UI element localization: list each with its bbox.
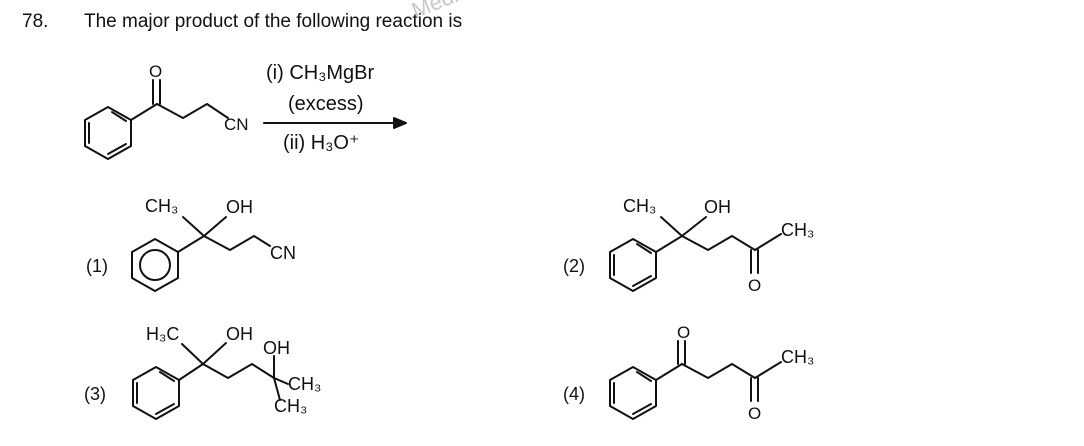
- option-1-label[interactable]: (1): [86, 256, 108, 276]
- hydroxyl-label: OH: [226, 324, 253, 344]
- option-2-structure: CH₃ OH CH₃ O: [609, 196, 814, 295]
- option-4-label[interactable]: (4): [563, 384, 585, 404]
- bond: [130, 103, 158, 121]
- option-3-label[interactable]: (3): [84, 384, 106, 404]
- aromatic-circle: [139, 249, 171, 281]
- option-4-structure: O CH₃ O: [609, 323, 814, 423]
- nitrile-label: CN: [270, 243, 296, 263]
- methyl-label-2: CH₃: [288, 374, 321, 394]
- methyl-label: CH₃: [623, 196, 656, 216]
- hydroxyl-label-2: OH: [263, 338, 290, 358]
- question-number: 78.: [22, 11, 49, 32]
- option-3-structure: H₃C OH OH CH₃ CH₃: [132, 324, 321, 420]
- methyl-label-right: CH₃: [781, 220, 814, 240]
- methyl-label: CH₃: [145, 196, 178, 216]
- alkyl-chain: [156, 103, 229, 119]
- option-1-structure: CH₃ OH CN: [131, 196, 296, 292]
- benzene-ring: [84, 106, 132, 160]
- reagent-2: (ii) H₃O⁺: [283, 132, 359, 154]
- reagent-1: (i) CH₃MgBr: [266, 62, 374, 84]
- option-2-label[interactable]: (2): [563, 256, 585, 276]
- nitrile-label: CN: [224, 115, 249, 134]
- hydroxyl-label: OH: [226, 197, 253, 217]
- methyl-label: CH₃: [781, 347, 814, 367]
- ketone-oxygen-bottom: O: [748, 404, 761, 423]
- ketone-oxygen: O: [748, 276, 761, 295]
- methyl-label: H₃C: [146, 324, 179, 344]
- reaction-arrow: [263, 117, 407, 129]
- reactant-structure: O CN: [84, 62, 249, 160]
- reagent-1-note: (excess): [288, 93, 364, 115]
- hydroxyl-label: OH: [704, 197, 731, 217]
- ketone-oxygen-top: O: [677, 323, 690, 342]
- question-text: The major product of the following react…: [84, 11, 463, 32]
- methyl-label-3: CH₃: [274, 396, 307, 416]
- carbonyl-oxygen: O: [149, 62, 162, 81]
